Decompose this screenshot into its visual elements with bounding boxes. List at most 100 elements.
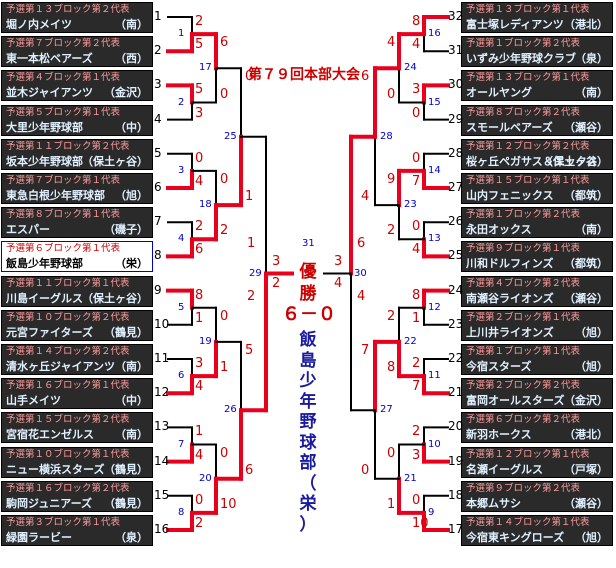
score: 0 xyxy=(195,150,204,166)
team-name: 清水ヶ丘ジャイアンツ xyxy=(6,360,116,373)
game-number: 21 xyxy=(404,472,417,484)
team-area: （南） xyxy=(115,428,148,442)
score: 3 xyxy=(272,253,281,269)
team-area: （西） xyxy=(115,52,148,66)
score: 10 xyxy=(220,496,237,512)
team-block: 予選第１５ブロック第１代表 xyxy=(466,175,590,186)
champion-char: 勝 xyxy=(299,284,317,304)
team-name: 新羽ホークス xyxy=(466,428,532,442)
team-block: 予選第４ブロック第２代表 xyxy=(466,277,581,289)
game-number: 22 xyxy=(404,335,417,347)
seed-number: 21 xyxy=(448,385,464,400)
team-block: 予選第１３ブロック第１代表 xyxy=(466,72,590,84)
seed-number: 27 xyxy=(448,180,464,194)
team-entry: 予選第８ブロック第１代表エスパー（磯子） xyxy=(1,207,153,239)
game-number: 26 xyxy=(224,404,237,416)
team-area: （中） xyxy=(115,120,148,134)
score: 2 xyxy=(387,223,396,239)
team-block: 予選第１２ブロック第２代表 xyxy=(466,140,590,152)
seed-number: 2 xyxy=(154,43,162,58)
team-block: 予選第１ブロック第１代表 xyxy=(466,346,581,357)
score: 7 xyxy=(412,379,421,395)
score: 0 xyxy=(245,69,254,85)
score: 8 xyxy=(195,287,204,303)
team-area: （金沢） xyxy=(104,86,148,100)
game-number: 8 xyxy=(178,506,185,518)
score: 3 xyxy=(195,105,204,121)
seed-number: 4 xyxy=(154,111,162,126)
team-entry: 予選第１６ブロック第１代表山手メイツ（中） xyxy=(1,378,153,410)
seed-number: 12 xyxy=(154,385,170,400)
seed-number: 14 xyxy=(154,453,170,468)
team-block: 予選第７ブロック第１代表 xyxy=(6,175,121,186)
team-area: （南） xyxy=(575,223,608,237)
team-block: 予選第１ブロック第２代表 xyxy=(466,38,581,50)
team-area: （旭） xyxy=(575,531,608,544)
seed-number: 17 xyxy=(448,522,464,536)
score: 0 xyxy=(412,105,421,121)
team-entry: 予選第６ブロック第１代表飯島少年野球部（栄） xyxy=(1,241,153,273)
team-block: 予選第８ブロック第２代表 xyxy=(466,106,581,118)
team-entry: 予選第１６ブロック第２代表駒岡ジュニアーズ（鶴見） xyxy=(1,480,153,512)
team-area: （中） xyxy=(115,394,148,408)
team-entry: 予選第１２ブロック第２代表桜ヶ丘ペガサス＆エックス（保土ヶ谷） xyxy=(461,138,613,170)
seed-number: 25 xyxy=(448,248,464,263)
team-block: 予選第１２ブロック第１代表 xyxy=(466,448,590,460)
team-area: （金沢） xyxy=(564,394,608,408)
score: 4 xyxy=(195,174,204,189)
seed-number: 24 xyxy=(448,282,464,297)
score: 10 xyxy=(412,516,429,531)
team-name: いずみ少年野球クラブ xyxy=(466,52,576,66)
score: 1 xyxy=(412,310,421,326)
score: 5 xyxy=(195,82,204,98)
score: 3 xyxy=(195,356,204,371)
team-entry: 予選第３ブロック第１代表緑園ラービー（泉） xyxy=(1,515,153,546)
score: 6 xyxy=(361,69,370,85)
game-number: 4 xyxy=(178,233,185,245)
score: 1 xyxy=(245,189,254,205)
score: 4 xyxy=(334,275,343,291)
team-area: （泉） xyxy=(115,531,148,544)
team-name: 桜ヶ丘ペガサス＆エックス xyxy=(466,154,598,168)
team-name: 富士塚レディアンツ xyxy=(466,18,564,31)
team-area: （南） xyxy=(575,86,608,100)
score: 4 xyxy=(361,189,370,205)
score: 4 xyxy=(195,447,204,463)
team-name: 元宮ファイターズ xyxy=(6,325,94,339)
score: 1 xyxy=(387,496,396,512)
team-area: （戸塚） xyxy=(564,462,608,476)
team-name: 堀ノ内メイツ xyxy=(6,18,72,31)
winner-char: （ xyxy=(299,473,317,494)
seed-number: 1 xyxy=(154,9,162,23)
team-entry: 予選第１１ブロック第１代表川島イーグルス（保土ヶ谷） xyxy=(1,275,153,307)
team-area: （瀬谷） xyxy=(564,291,608,305)
team-block: 予選第１６ブロック第２代表 xyxy=(6,482,130,494)
game-number: 16 xyxy=(428,28,441,40)
team-entry: 予選第１ブロック第２代表永田オックス（南） xyxy=(461,207,613,239)
team-name: 山手メイツ xyxy=(6,394,61,408)
team-area: （栄） xyxy=(115,257,148,271)
team-area: （旭） xyxy=(115,189,148,202)
team-block: 予選第９ブロック第２代表 xyxy=(466,482,581,494)
team-name: 宮宿花エンゼルス xyxy=(6,428,94,442)
game-number: 1 xyxy=(178,28,185,40)
team-area: （港北） xyxy=(564,428,608,442)
team-entry: 予選第１１ブロック第２代表坂本少年野球部（保土ヶ谷） xyxy=(1,138,153,170)
team-area: （鶴見） xyxy=(104,462,148,476)
team-name: ニュー横浜スターズ xyxy=(6,462,105,476)
team-block: 予選第１４ブロック第２代表 xyxy=(6,346,130,357)
score: 8 xyxy=(412,287,421,303)
team-area: （磯子） xyxy=(104,223,148,237)
score: 0 xyxy=(220,308,229,324)
team-block: 予選第９ブロック第１代表 xyxy=(466,243,581,255)
seed-number: 11 xyxy=(154,351,170,365)
seed-number: 19 xyxy=(448,453,464,468)
score: 7 xyxy=(361,342,370,358)
score: 1 xyxy=(195,310,204,326)
seed-number: 28 xyxy=(448,145,464,160)
team-name: 駒岡ジュニアーズ xyxy=(6,496,93,510)
seed-number: 5 xyxy=(154,145,162,160)
game-number: 20 xyxy=(199,472,212,484)
score: 6 xyxy=(220,35,229,51)
score: 7 xyxy=(412,174,421,189)
